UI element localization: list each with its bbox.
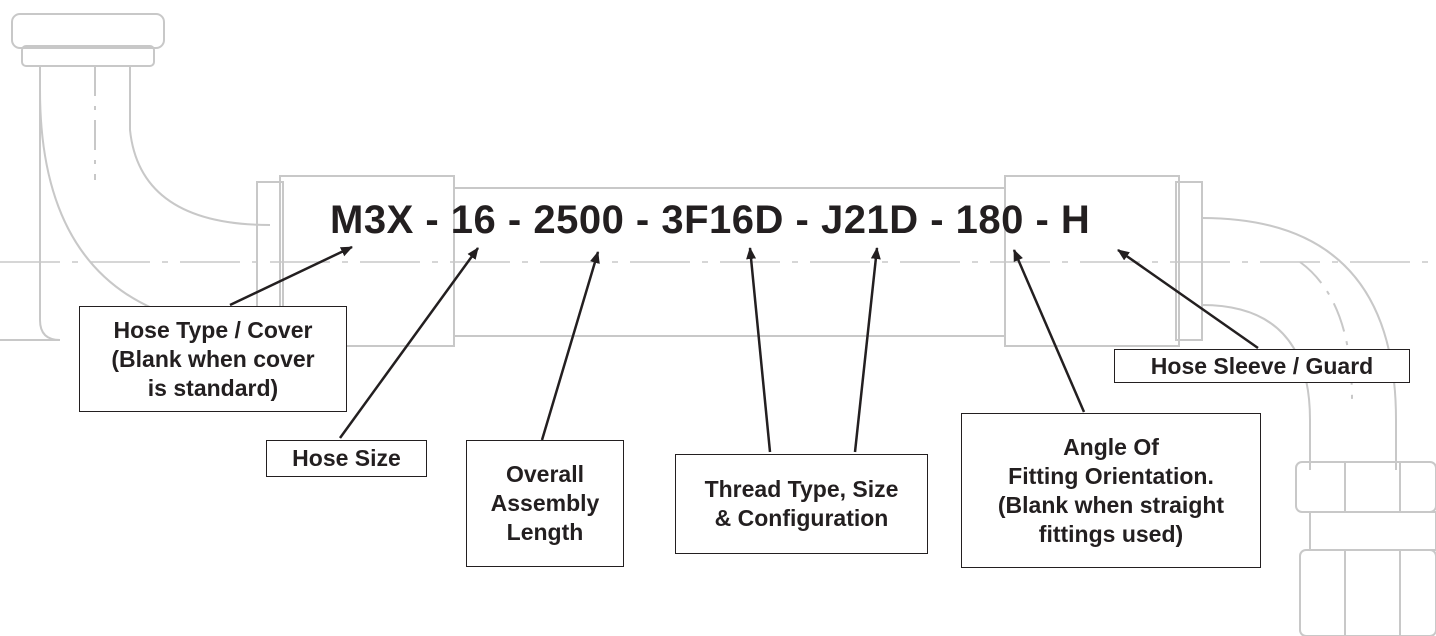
left-elbow-bend: [39, 66, 271, 331]
arrow-thread-right: [853, 247, 881, 453]
arrow-thread-left: [746, 247, 772, 453]
right-elbow-outer: [1201, 217, 1397, 470]
left-elbow-outer: [0, 66, 61, 341]
label-thread-type-text: Thread Type, Size & Configuration: [704, 476, 899, 531]
left-elbow-inner: [129, 66, 271, 226]
label-overall-length: Overall Assembly Length: [466, 440, 624, 567]
label-sleeve-text: Hose Sleeve / Guard: [1150, 352, 1374, 379]
right-ferrule: [1004, 175, 1180, 347]
label-angle: Angle Of Fitting Orientation. (Blank whe…: [961, 413, 1261, 568]
arrow-overall-length: [540, 251, 600, 441]
right-ferrule-collar: [1175, 181, 1203, 341]
arrow-hose-type: [229, 245, 353, 307]
label-hose-type: Hose Type / Cover (Blank when cover is s…: [79, 306, 347, 412]
label-hose-type-text: Hose Type / Cover (Blank when cover is s…: [111, 316, 315, 401]
part-number-text: M3X - 16 - 2500 - 3F16D - J21D - 180 - H: [330, 198, 1091, 242]
label-hose-size: Hose Size: [266, 440, 427, 477]
right-nut-top: [1295, 461, 1436, 513]
arrow-sleeve: [1117, 248, 1259, 350]
label-angle-text: Angle Of Fitting Orientation. (Blank whe…: [997, 433, 1225, 547]
label-hose-size-text: Hose Size: [292, 445, 401, 471]
right-elbow-inner: [1201, 304, 1311, 470]
arrow-hose-size: [338, 247, 480, 439]
label-thread-type: Thread Type, Size & Configuration: [675, 454, 928, 554]
label-sleeve: Hose Sleeve / Guard: [1114, 349, 1410, 383]
arrow-angle: [1012, 249, 1086, 413]
top-left-nut: [11, 13, 165, 49]
left-ferrule: [279, 175, 455, 347]
label-overall-length-text: Overall Assembly Length: [490, 461, 600, 545]
right-nut-bottom: [1299, 549, 1436, 636]
top-left-nut-base: [21, 45, 155, 67]
